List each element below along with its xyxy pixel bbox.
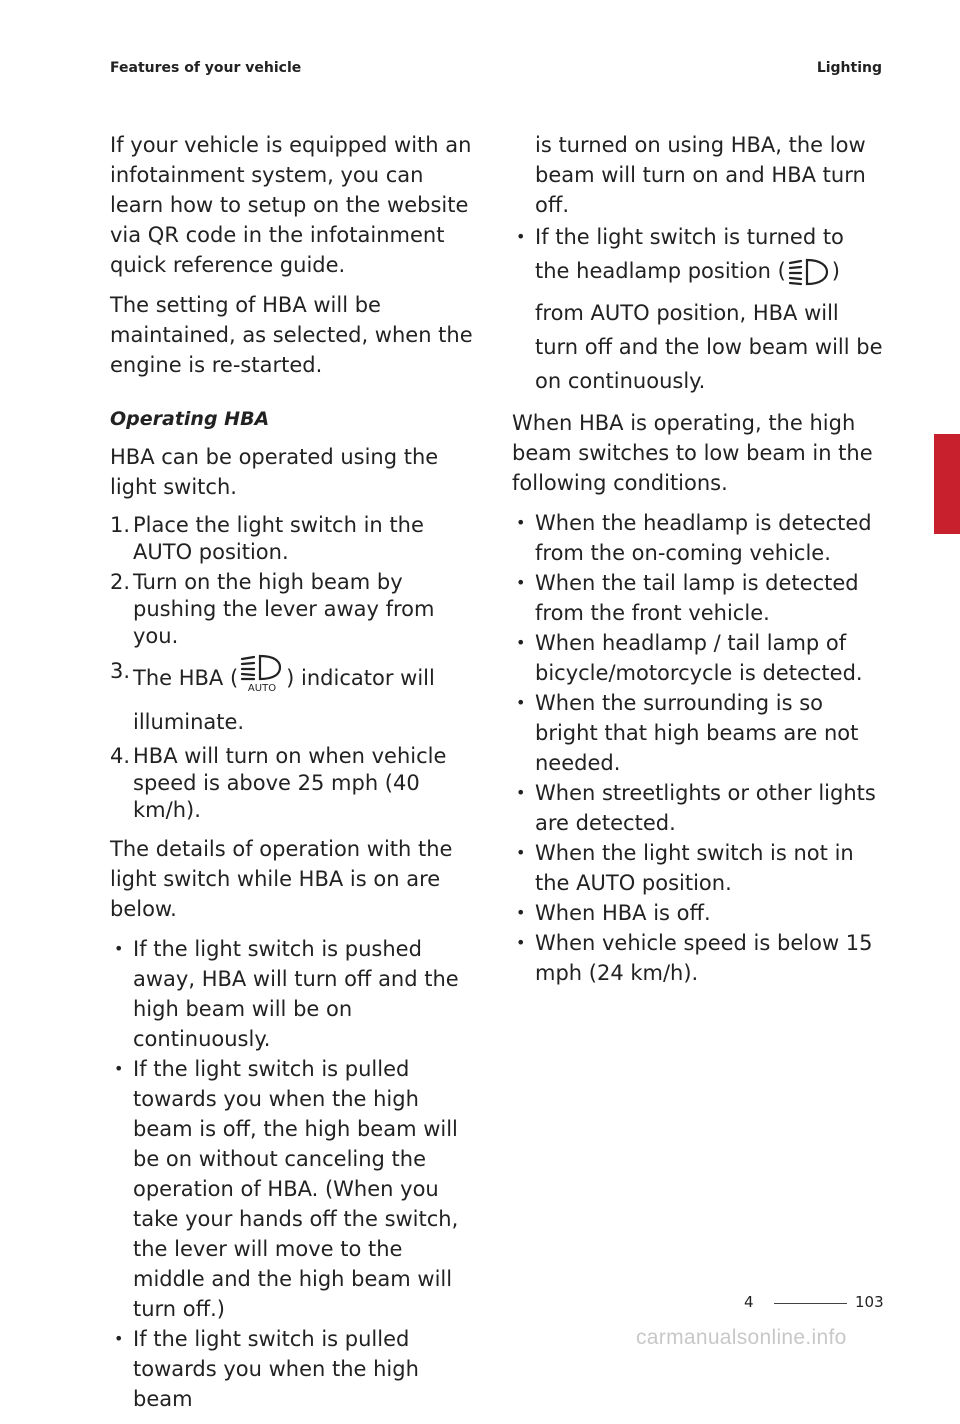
running-header-section: Features of your vehicle — [110, 60, 302, 76]
step-item: 3. The HBA ( AUTO ) indicator will illum… — [110, 653, 478, 740]
list-item: If the light switch is pushed away, HBA … — [110, 934, 478, 1054]
list-item: When HBA is off. — [512, 898, 884, 928]
list-item: When the headlamp is detected from the o… — [512, 508, 884, 568]
list-item: is turned on using HBA, the low beam wil… — [535, 133, 866, 217]
svg-text:AUTO: AUTO — [248, 683, 276, 693]
paragraph-operating: HBA can be operated using the light swit… — [110, 445, 439, 499]
list-item: If the light switch is turned to the hea… — [512, 220, 884, 398]
chapter-tab-number: 4 — [943, 512, 955, 532]
paragraph-infotainment: If your vehicle is equipped with an info… — [110, 133, 472, 277]
list-item: When the surrounding is so bright that h… — [512, 688, 884, 778]
paragraph-details: The details of operation with the light … — [110, 837, 453, 921]
section-heading: Operating HBA — [110, 408, 270, 430]
footer-chapter-number: 4 — [744, 1293, 754, 1311]
list-item: When the tail lamp is detected from the … — [512, 568, 884, 628]
paragraph-conditions: When HBA is operating, the high beam swi… — [512, 411, 873, 495]
list-item: When streetlights or other lights are de… — [512, 778, 884, 838]
bullet-list-continued: is turned on using HBA, the low beam wil… — [512, 130, 884, 398]
paragraph-setting: The setting of HBA will be maintained, a… — [110, 293, 473, 377]
page-number: 103 — [855, 1293, 884, 1311]
running-header-topic: Lighting — [816, 60, 882, 76]
list-item: When vehicle speed is below 15 mph (24 k… — [512, 928, 884, 988]
left-column: If your vehicle is equipped with an info… — [110, 130, 478, 1424]
hba-auto-icon: AUTO — [240, 653, 284, 704]
step-item: 1. Place the light switch in the AUTO po… — [110, 513, 424, 564]
list-item: If the light switch is pulled towards yo… — [110, 1054, 478, 1324]
list-item: When the light switch is not in the AUTO… — [512, 838, 884, 898]
footer-divider — [774, 1303, 847, 1304]
chapter-tab — [934, 434, 960, 534]
list-item: If the light switch is pulled towards yo… — [110, 1324, 478, 1414]
headlamp-icon — [788, 258, 830, 296]
right-column: is turned on using HBA, the low beam wil… — [512, 130, 884, 998]
steps-list: 1. Place the light switch in the AUTO po… — [110, 512, 478, 824]
bullet-list-conditions: When the headlamp is detected from the o… — [512, 508, 884, 988]
watermark: carmanualsonline.info — [636, 1326, 847, 1349]
bullet-list-left: If the light switch is pushed away, HBA … — [110, 934, 478, 1414]
step-item: 4. HBA will turn on when vehicle speed i… — [110, 744, 447, 822]
step-item: 2. Turn on the high beam by pushing the … — [110, 570, 435, 648]
list-item: When headlamp / tail lamp of bicycle/mot… — [512, 628, 884, 688]
